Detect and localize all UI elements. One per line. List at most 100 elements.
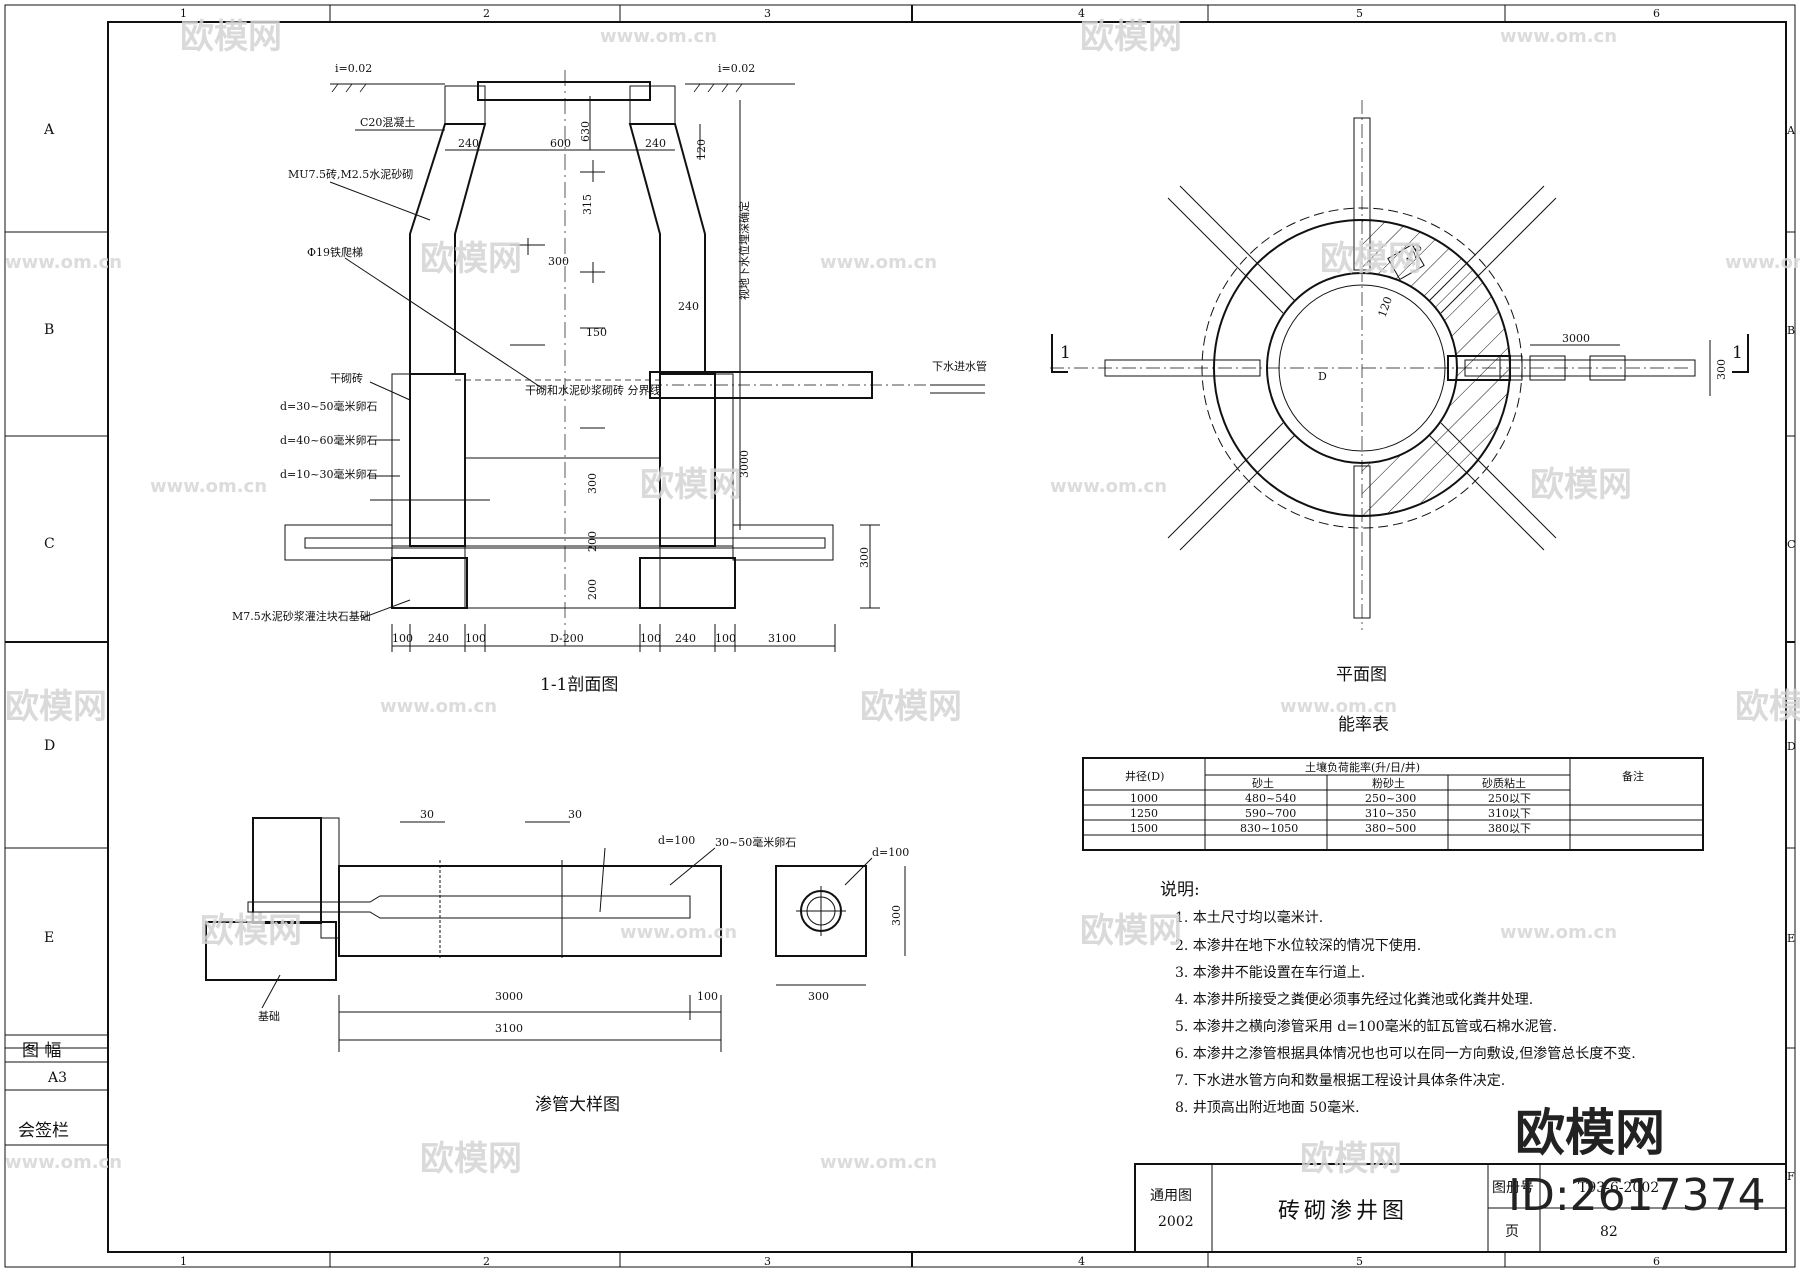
- watermark-url: www.om.cn: [150, 476, 267, 497]
- sheet-frame: [4, 4, 1796, 1268]
- label-d100: d=100: [658, 834, 695, 847]
- col-note: 备注: [1622, 769, 1644, 783]
- dim: 240: [428, 632, 449, 645]
- cell-sand: 480~540: [1245, 792, 1296, 805]
- section-mark: 1: [1060, 343, 1071, 363]
- dim: 100: [465, 632, 486, 645]
- section-labels: i=0.02 i=0.02 C20混凝土 MU7.5砖,M2.5水泥砂砌 Φ19…: [232, 62, 987, 695]
- col-label: 3: [764, 7, 771, 20]
- watermark-url: www.om.cn: [1500, 922, 1617, 943]
- col-label: 5: [1356, 1255, 1363, 1268]
- row-labels-left: A B C D E: [43, 122, 55, 946]
- col-label: 4: [1078, 1255, 1085, 1268]
- sheet-size-value: A3: [47, 1070, 67, 1086]
- row-label: E: [1787, 932, 1795, 945]
- watermark-brand: 欧模网: [180, 17, 282, 57]
- note-item: 3. 本渗井不能设置在车行道上.: [1175, 964, 1365, 981]
- section-title: 1-1剖面图: [540, 675, 618, 695]
- watermark-url: www.om.cn: [1280, 696, 1397, 717]
- dim-3000: 3000: [1562, 332, 1590, 345]
- dim: 300: [586, 473, 599, 494]
- watermark-brand: 欧模网: [1320, 239, 1422, 279]
- col-label: 1: [180, 1255, 187, 1268]
- watermark-url: www.om.cn: [1500, 26, 1617, 47]
- label-inlet: 下水进水管: [932, 359, 987, 373]
- cell-silt: 380~500: [1365, 822, 1416, 835]
- watermark-url: www.om.cn: [820, 1152, 937, 1173]
- dim-30: 30: [420, 808, 434, 821]
- watermark-brand: 欧模网: [420, 1139, 522, 1179]
- col-label: 4: [1078, 7, 1085, 20]
- row-label: D: [1787, 740, 1796, 753]
- col-silt: 粉砂土: [1372, 777, 1405, 790]
- watermark-url: www.om.cn: [820, 252, 937, 273]
- pipe-detail-labels: d=100 30~50毫米卵石 d=100 基础 30 30 3000 100 …: [258, 808, 909, 1115]
- watermark-brand: 欧模网: [1735, 687, 1800, 727]
- general-label: 通用图: [1150, 1188, 1192, 1204]
- label-d100: d=100: [872, 846, 909, 859]
- cell-clay: 250以下: [1488, 792, 1531, 805]
- watermark-brand: 欧模网: [860, 687, 962, 727]
- sheet-size-label: 图 幅: [22, 1041, 61, 1061]
- watermark-url: www.om.cn: [600, 26, 717, 47]
- watermark-url: www.om.cn: [620, 922, 737, 943]
- note-item: 5. 本渗井之横向渗管采用 d=100毫米的缸瓦管或石棉水泥管.: [1175, 1018, 1557, 1035]
- table-row: 1250 590~700 310~350 310以下: [1130, 807, 1531, 820]
- col-label: 2: [483, 7, 490, 20]
- col-label: 3: [764, 1255, 771, 1268]
- dim: 3100: [768, 632, 796, 645]
- label-base: 基础: [258, 1010, 280, 1023]
- brand-overlay: 欧模网 ID:2617374: [1508, 1104, 1766, 1221]
- col-label: 6: [1653, 1255, 1660, 1268]
- dim-120: 120: [1376, 295, 1395, 319]
- capacity-table: 能率表 井径(D) 土壤负荷能率(升/日/井) 砂土 粉砂土 砂质粘土 备注 1…: [1082, 715, 1704, 851]
- col-label: 5: [1356, 7, 1363, 20]
- dim: 315: [581, 194, 594, 215]
- dim-30: 30: [568, 808, 582, 821]
- watermark-url: www.om.cn: [5, 252, 122, 273]
- note-item: 6. 本渗井之渗管根据具体情况也也可以在同一方向敷设,但渗管总长度不变.: [1175, 1046, 1636, 1062]
- note-item: 4. 本渗井所接受之粪便必须事先经过化粪池或化粪井处理.: [1175, 991, 1533, 1008]
- cell-clay: 310以下: [1488, 807, 1531, 820]
- dim-3000: 3000: [495, 990, 523, 1003]
- row-label: D: [44, 738, 55, 754]
- row-label: E: [44, 930, 54, 946]
- label-stone: 30~50毫米卵石: [715, 835, 796, 849]
- dim-300: 300: [858, 547, 871, 568]
- note-item: 7. 下水进水管方向和数量根据工程设计具体条件决定.: [1175, 1072, 1505, 1089]
- row-label: A: [1786, 124, 1796, 137]
- row-labels-right: A B C D E F: [1786, 124, 1796, 1183]
- label-dry-brick: 干砌砖: [330, 371, 363, 385]
- label-wall: MU7.5砖,M2.5水泥砂砌: [288, 167, 413, 181]
- label-ladder: Φ19铁爬梯: [307, 246, 363, 259]
- label-c20: C20混凝土: [360, 115, 415, 129]
- label-vertical: 视地下水位埋深确定: [737, 201, 751, 300]
- section-drawing: [284, 70, 985, 652]
- section-mark: 1: [1732, 343, 1743, 363]
- dim: 100: [392, 632, 413, 645]
- notes: 说明: 1. 本土尺寸均以毫米计. 2. 本渗井在地下水位较深的情况下使用. 3…: [1160, 880, 1636, 1116]
- watermark-url: www.om.cn: [380, 696, 497, 717]
- dim: 100: [640, 632, 661, 645]
- cell-clay: 380以下: [1488, 822, 1531, 835]
- page-no: 82: [1600, 1224, 1618, 1240]
- brand-id: ID:2617374: [1508, 1170, 1766, 1221]
- row-label: A: [43, 122, 55, 138]
- watermark-brand: 欧模网: [420, 239, 522, 279]
- dim: 240: [675, 632, 696, 645]
- dim: 200: [586, 531, 599, 552]
- slope-left: i=0.02: [335, 62, 372, 75]
- dim-300: 300: [808, 990, 829, 1003]
- label-stone1: d=30~50毫米卵石: [280, 399, 377, 413]
- watermark-brand: 欧模网: [640, 465, 742, 505]
- cell-silt: 250~300: [1365, 792, 1416, 805]
- title-block: 通用图 2002 砖砌渗井图 图册号 T93-6-2002 页 82: [1134, 1163, 1787, 1253]
- col-diameter: 井径(D): [1125, 769, 1164, 783]
- dim: 100: [715, 632, 736, 645]
- watermark-brand: 欧模网: [1300, 1139, 1402, 1179]
- column-labels-bottom: 1 2 3 4 5 6: [180, 1255, 1660, 1268]
- col-label: 2: [483, 1255, 490, 1268]
- cell-sand: 830~1050: [1240, 822, 1298, 835]
- pipe-detail-drawing: [205, 817, 906, 1052]
